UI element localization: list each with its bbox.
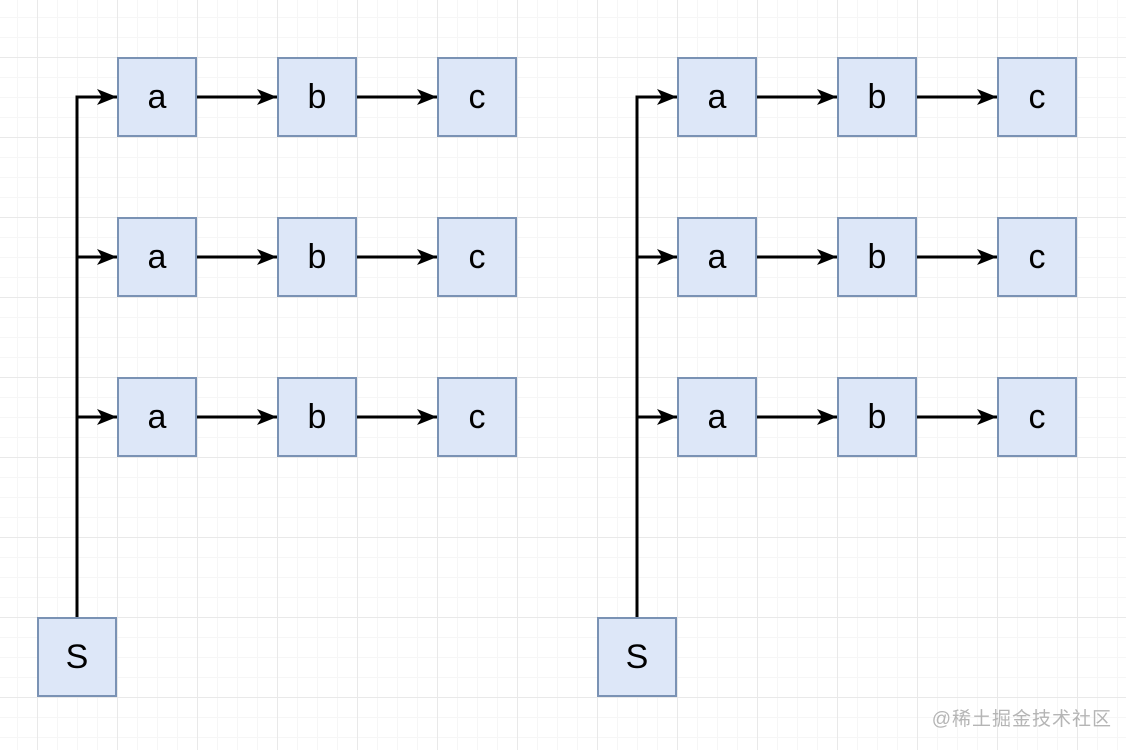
left-level1-node-c: c [437, 57, 517, 137]
right-structure-edges [635, 89, 997, 617]
left-start-node: S [37, 617, 117, 697]
edge-start-to-level1 [635, 89, 677, 617]
left-level1-node-b: b [277, 57, 357, 137]
left-level3-node-b: b [277, 377, 357, 457]
right-level3-node-b: b [837, 377, 917, 457]
edge-start-to-level1 [75, 89, 117, 617]
right-level2-node-b: b [837, 217, 917, 297]
right-start-node: S [597, 617, 677, 697]
left-level2-node-c: c [437, 217, 517, 297]
left-level3-node-c: c [437, 377, 517, 457]
left-level2-node-b: b [277, 217, 357, 297]
right-level1-node-a: a [677, 57, 757, 137]
right-level2-node-c: c [997, 217, 1077, 297]
right-level3-node-c: c [997, 377, 1077, 457]
right-level1-node-c: c [997, 57, 1077, 137]
watermark-text: @稀土掘金技术社区 [931, 709, 1112, 730]
left-structure-edges [75, 89, 437, 617]
right-level2-node-a: a [677, 217, 757, 297]
right-level1-node-b: b [837, 57, 917, 137]
left-level3-node-a: a [117, 377, 197, 457]
left-level1-node-a: a [117, 57, 197, 137]
right-level3-node-a: a [677, 377, 757, 457]
left-level2-node-a: a [117, 217, 197, 297]
